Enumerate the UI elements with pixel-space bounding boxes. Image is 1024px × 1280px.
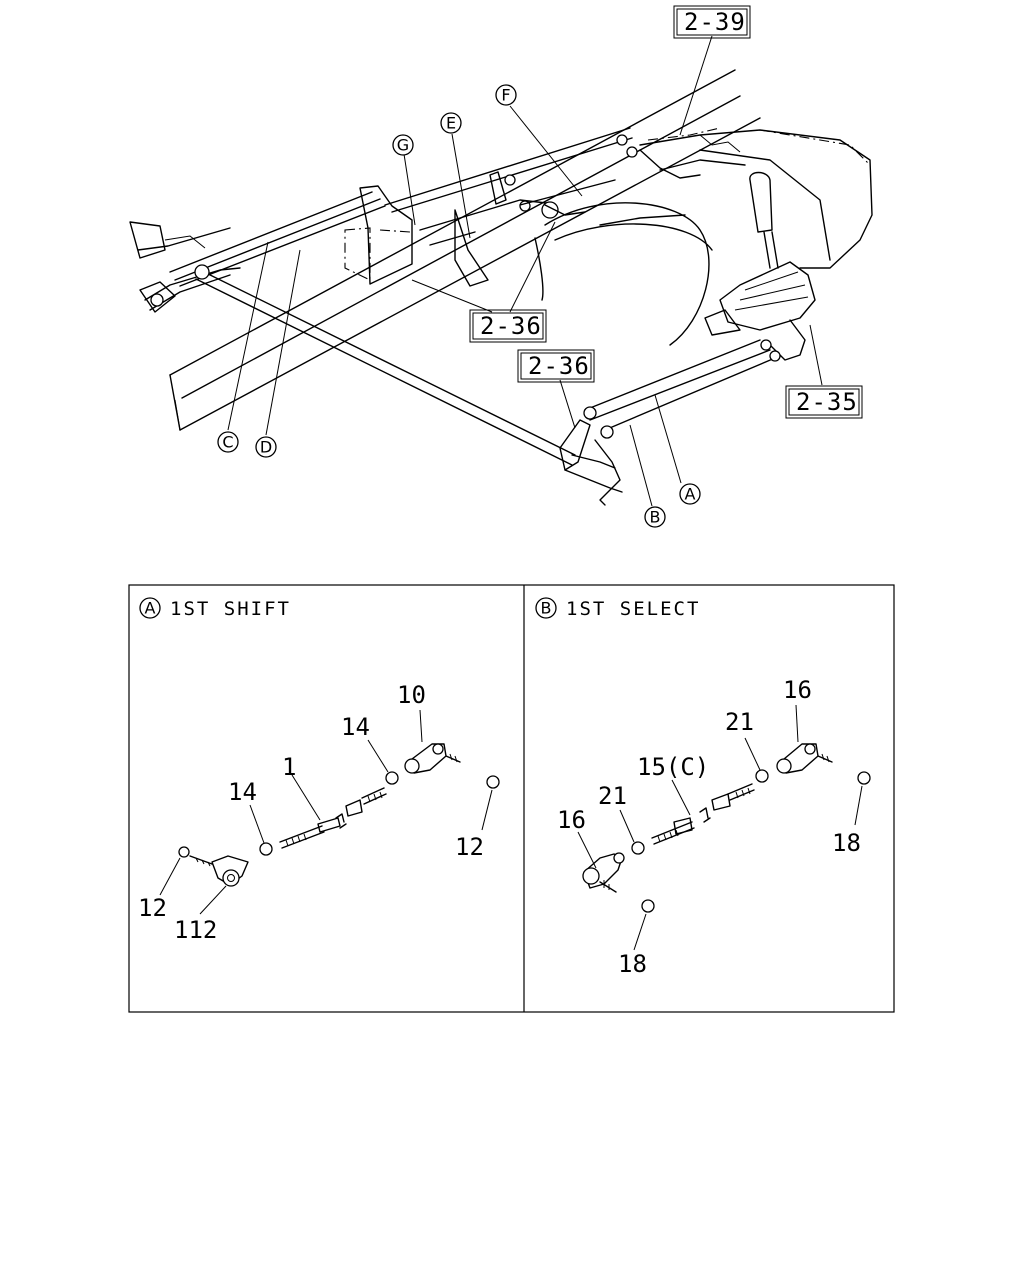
panel-a-label-12-left: 12: [138, 894, 167, 922]
callout-a: A: [679, 483, 701, 505]
reference-box-2-36-lower[interactable]: 2-36: [517, 349, 595, 383]
svg-text:C: C: [222, 433, 233, 452]
panel-b-leader-16-lower: [577, 831, 597, 869]
panel-a-label-10: 10: [397, 681, 426, 709]
panel-a-label-12-right: 12: [455, 833, 484, 861]
panel-b-label-21-lower: 21: [598, 782, 627, 810]
svg-text:G: G: [397, 136, 409, 155]
panel-b-label-21-upper: 21: [725, 708, 754, 736]
panel-b-letter: B: [541, 599, 552, 618]
panel-b-rod-15c: [651, 783, 755, 845]
panel-a-leader-112: [199, 885, 227, 915]
panel-a-nut-14-lower: [259, 842, 273, 856]
cross-shaft: [194, 264, 576, 466]
panel-b-label-15c: 15(C): [637, 753, 709, 781]
panel-b-leader-21-upper: [744, 737, 761, 771]
panel-a-title: A 1ST SHIFT: [139, 597, 291, 620]
callout-b: B: [644, 506, 666, 528]
svg-text:A: A: [685, 485, 696, 504]
reference-box-2-39[interactable]: 2-39: [673, 5, 751, 39]
callout-f: F: [495, 84, 517, 106]
panel-a-leader-12-left: [159, 857, 181, 896]
panel-a-title-text: 1ST SHIFT: [170, 598, 291, 620]
panel-a-nut-12-right: [486, 775, 500, 789]
panel-b-leader-15c: [671, 779, 691, 816]
panel-b-leader-21-lower: [619, 809, 635, 843]
panel-b-rod-end-16-upper: [776, 743, 833, 774]
panel-b-leader-16-upper: [795, 704, 799, 743]
panel-a-nut-14-upper: [385, 771, 399, 785]
panel-b-leader-18-upper: [854, 785, 863, 826]
detail-panels: [128, 584, 895, 1013]
reference-box-2-36-upper[interactable]: 2-36: [469, 309, 547, 343]
panel-b-title-text: 1ST SELECT: [566, 598, 700, 620]
panel-a-leader-14-lower: [249, 804, 265, 844]
upper-rods: [169, 127, 638, 287]
lower-bellcrank: [559, 419, 623, 506]
lower-rods: [583, 339, 781, 439]
panel-b-label-18-upper: 18: [832, 829, 861, 857]
shift-lever: [704, 171, 816, 361]
panel-b-title: B 1ST SELECT: [535, 597, 700, 620]
panel-a-letter: A: [145, 599, 156, 618]
panel-a-rod-1: [279, 787, 387, 849]
ref-label-2-36-upper: 2-36: [480, 312, 542, 340]
transmission-housing: [534, 127, 873, 346]
ref-label-2-39: 2-39: [684, 8, 746, 36]
svg-text:F: F: [501, 86, 510, 105]
panel-b-label-16-upper: 16: [783, 676, 812, 704]
panel-a-rod-end-10: [404, 743, 461, 774]
svg-text:B: B: [650, 508, 661, 527]
panel-a-leader-1: [291, 774, 321, 821]
panel-a-label-1: 1: [282, 753, 296, 781]
panel-a-1st-shift: A 1ST SHIFT: [138, 597, 500, 944]
center-bracket: [344, 171, 616, 287]
svg-text:E: E: [446, 114, 456, 133]
panel-b-1st-select: B 1ST SELECT: [535, 597, 871, 978]
panel-b-label-18-lower: 18: [618, 950, 647, 978]
callout-c: C: [217, 431, 239, 453]
panel-b-nut-18-lower: [641, 899, 655, 913]
panel-a-leader-10: [419, 709, 423, 743]
ref-label-2-35: 2-35: [796, 388, 858, 416]
panel-a-label-14-upper: 14: [341, 713, 370, 741]
callout-g: G: [392, 134, 414, 156]
panel-b-label-16-lower: 16: [557, 806, 586, 834]
linkage-assembly-illustration: [129, 69, 873, 506]
panel-b-nut-18-upper: [857, 771, 871, 785]
panel-a-leader-14-upper: [367, 739, 389, 773]
reference-box-2-35[interactable]: 2-35: [785, 385, 863, 419]
panel-a-rod-end-112: [178, 846, 249, 887]
svg-text:D: D: [260, 438, 272, 457]
panel-b-rod-end-16-lower: [582, 852, 625, 893]
panel-a-label-14-lower: 14: [228, 778, 257, 806]
callout-e: E: [440, 112, 462, 134]
panel-a-leader-12-right: [481, 789, 493, 831]
callout-d: D: [255, 436, 277, 458]
panel-b-nut-21-lower: [631, 841, 645, 855]
top-leader-lines: [227, 35, 823, 507]
panel-b-nut-21-upper: [755, 769, 769, 783]
left-crossmember: [129, 221, 241, 313]
ref-label-2-36-lower: 2-36: [528, 352, 590, 380]
panel-b-leader-18-lower: [633, 913, 647, 951]
panel-a-label-112: 112: [174, 916, 217, 944]
